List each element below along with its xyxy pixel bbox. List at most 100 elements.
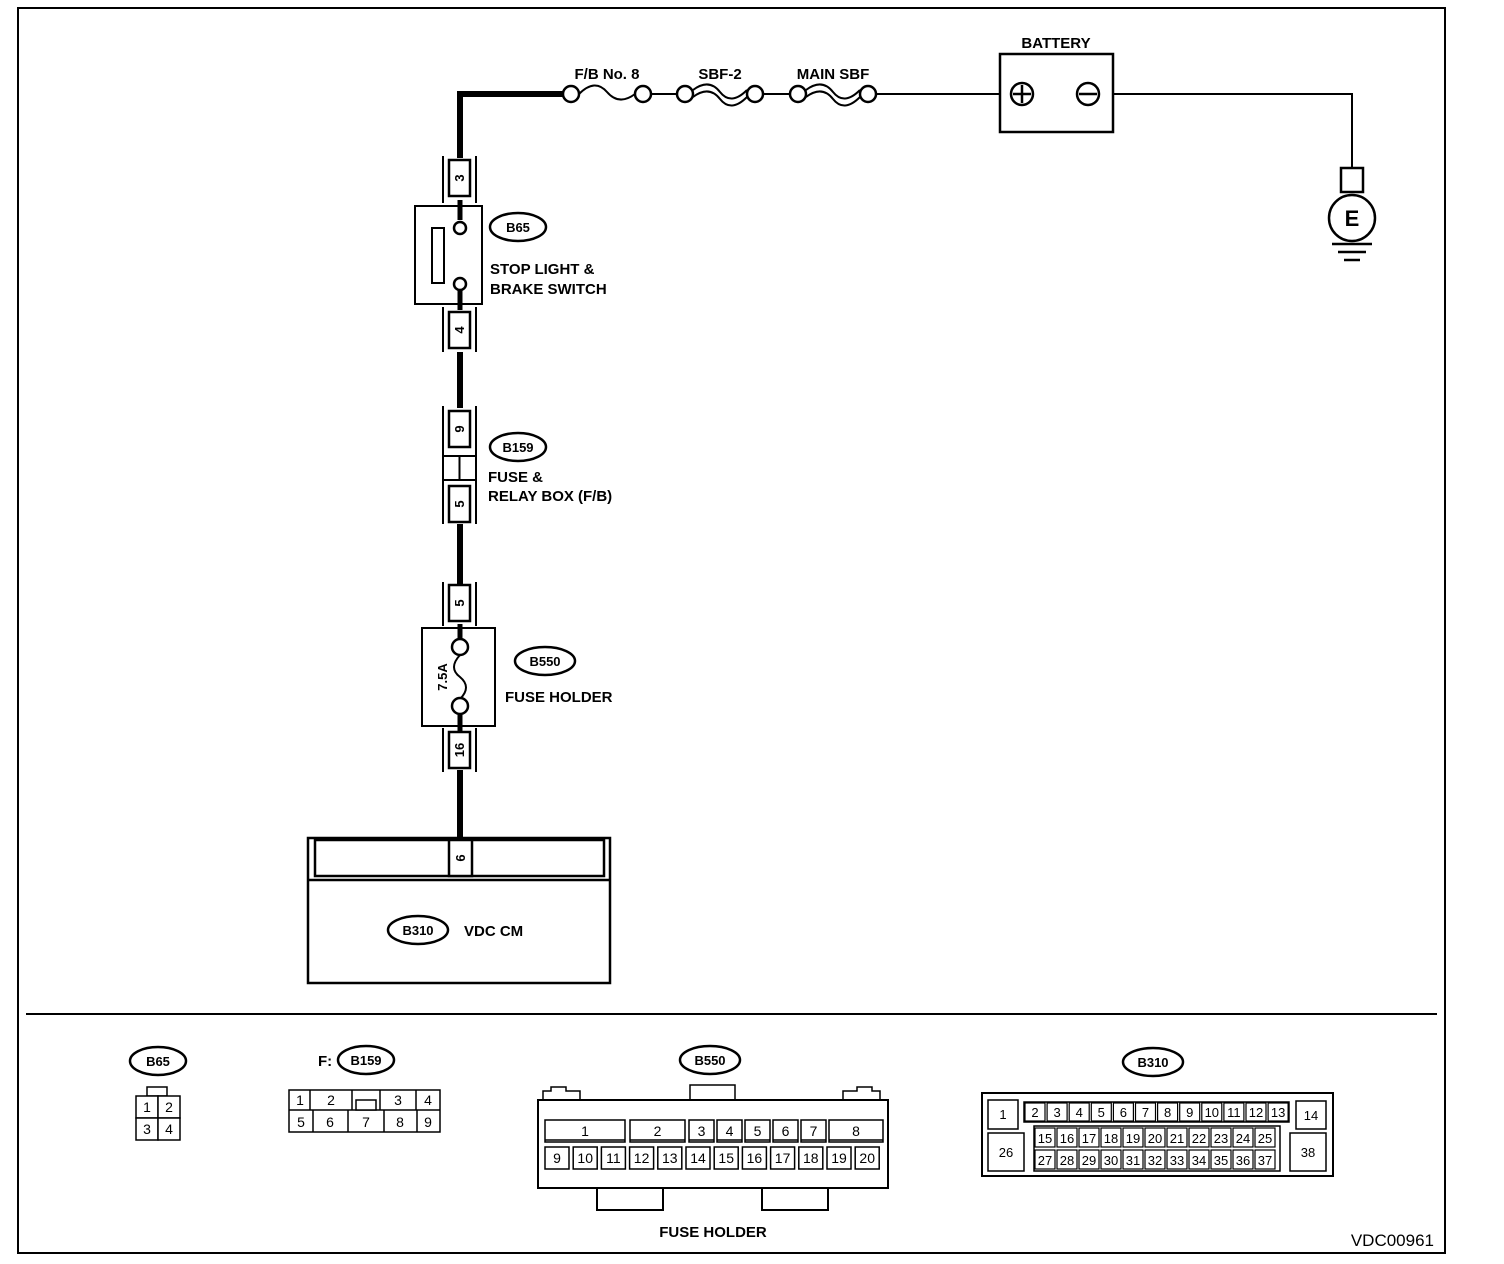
b310-pin-label: 27	[1038, 1153, 1052, 1168]
b310-pin-label: 28	[1060, 1153, 1074, 1168]
svg-text:B310: B310	[402, 923, 433, 938]
b65-pin-in: 3	[452, 174, 467, 181]
b310-cell	[1254, 1149, 1276, 1170]
b550-bottom-cell	[572, 1146, 598, 1170]
svg-text:B159: B159	[350, 1053, 381, 1068]
b310-cell	[1024, 1102, 1046, 1122]
b310-pin-label: 4	[1076, 1105, 1083, 1120]
b65-pin-in-terminal: 3	[442, 156, 477, 203]
svg-text:B550: B550	[694, 1053, 725, 1068]
b310-pin-label: 17	[1082, 1131, 1096, 1146]
svg-text:14: 14	[1304, 1108, 1318, 1123]
b310-cell	[1201, 1102, 1223, 1122]
b550-bottom-cell	[600, 1146, 627, 1170]
ground-label: E	[1345, 206, 1360, 231]
b65-name-line2: BRAKE SWITCH	[490, 281, 607, 298]
b310-pin-label: 22	[1192, 1131, 1206, 1146]
b310-pin-label: 11	[1227, 1105, 1241, 1120]
b159-name-line1: FUSE &	[488, 469, 543, 486]
b310-tag: B310	[386, 914, 450, 946]
b550-pin-label: 1	[581, 1123, 589, 1139]
b550-bottom-cell	[713, 1146, 739, 1170]
b310-cell	[1188, 1127, 1210, 1148]
b550-top-cell	[544, 1119, 626, 1143]
b550-top-cell	[629, 1119, 686, 1143]
b310-cell	[1156, 1102, 1179, 1122]
b65-pin-out-terminal: 4	[442, 307, 477, 352]
b310-cell	[1068, 1102, 1090, 1122]
svg-text:1: 1	[296, 1092, 304, 1108]
svg-text:1: 1	[999, 1107, 1006, 1122]
b310-pin-label: 23	[1214, 1131, 1228, 1146]
b65-name-line1: STOP LIGHT &	[490, 261, 595, 278]
b550-pin-label: 20	[859, 1150, 875, 1166]
fuse-sbf2-label: SBF-2	[698, 66, 741, 83]
b550-pin-label: 6	[782, 1123, 790, 1139]
b310-cell	[1267, 1102, 1289, 1122]
svg-text:4: 4	[165, 1121, 173, 1137]
ground-icon: E	[1327, 166, 1377, 262]
b310-cell	[1034, 1149, 1056, 1170]
b550-top-cell	[772, 1119, 799, 1143]
b310-pin-label: 34	[1192, 1153, 1206, 1168]
svg-text:9: 9	[424, 1114, 432, 1130]
b550-name: FUSE HOLDER	[505, 689, 613, 706]
b310-pin-label: 31	[1126, 1153, 1140, 1168]
svg-text:7: 7	[362, 1114, 370, 1130]
b550-top-cell	[744, 1119, 771, 1143]
connector-b159: F: B159 1 2 3 4 5 6 7 8 9	[288, 1044, 441, 1133]
b550-pin-in-terminal: 5	[442, 582, 477, 626]
b310-pin-label: 21	[1170, 1131, 1184, 1146]
b550-pin-label: 16	[747, 1150, 763, 1166]
diagram-frame	[17, 7, 1446, 1254]
b550-pin-label: 9	[553, 1150, 561, 1166]
battery-minus-icon	[1075, 81, 1101, 107]
svg-text:8: 8	[396, 1114, 404, 1130]
b310-name: VDC CM	[464, 923, 523, 940]
b310-cell	[1046, 1102, 1068, 1122]
b310-pin-label: 20	[1148, 1131, 1162, 1146]
b310-cell	[1188, 1149, 1210, 1170]
b550-pin-out: 16	[452, 743, 467, 757]
connector-b65-tag: B65	[128, 1045, 188, 1077]
b310-cell	[1245, 1102, 1267, 1122]
b310-cell	[1166, 1149, 1188, 1170]
svg-text:3: 3	[143, 1121, 151, 1137]
b550-bottom-cell	[544, 1146, 570, 1170]
b159-tag: B159	[488, 431, 548, 463]
svg-text:3: 3	[394, 1092, 402, 1108]
b550-pin-label: 18	[803, 1150, 819, 1166]
b310-pin-label: 16	[1060, 1131, 1074, 1146]
battery-plus-icon	[1009, 81, 1035, 107]
b550-pin-label: 10	[577, 1150, 593, 1166]
feed-wire	[457, 91, 567, 158]
fuse-main-sbf-label: MAIN SBF	[797, 66, 870, 83]
b159-pin-bottom: 5	[452, 500, 467, 507]
b310-cell	[1210, 1127, 1232, 1148]
b550-pin-label: 17	[775, 1150, 791, 1166]
b550-bottom-cell	[657, 1146, 683, 1170]
b550-pin-label: 8	[852, 1123, 860, 1139]
b550-top-cell	[688, 1119, 715, 1143]
b550-bottom-cell	[769, 1146, 796, 1170]
connector-b65: B65 1 2 3 4	[128, 1045, 188, 1141]
b310-pin-label: 37	[1258, 1153, 1272, 1168]
svg-text:6: 6	[326, 1114, 334, 1130]
b550-top-cell	[828, 1119, 884, 1143]
b310-cell	[1144, 1149, 1166, 1170]
b310-cell	[1210, 1149, 1232, 1170]
b310-cell	[1223, 1102, 1245, 1122]
svg-text:5: 5	[297, 1114, 305, 1130]
b310-pin-label: 9	[1186, 1105, 1193, 1120]
b310-cell	[1179, 1102, 1201, 1122]
svg-text:4: 4	[424, 1092, 432, 1108]
b310-pin-label: 3	[1053, 1105, 1060, 1120]
b310-pin-label: 36	[1236, 1153, 1250, 1168]
b550-tag: B550	[513, 645, 577, 677]
b310-pin: 6	[453, 854, 468, 861]
b310-pin-label: 12	[1249, 1105, 1263, 1120]
b550-pin-label: 12	[634, 1150, 650, 1166]
b65-pin-out: 4	[452, 326, 467, 334]
connector-b550-caption: FUSE HOLDER	[659, 1224, 767, 1241]
